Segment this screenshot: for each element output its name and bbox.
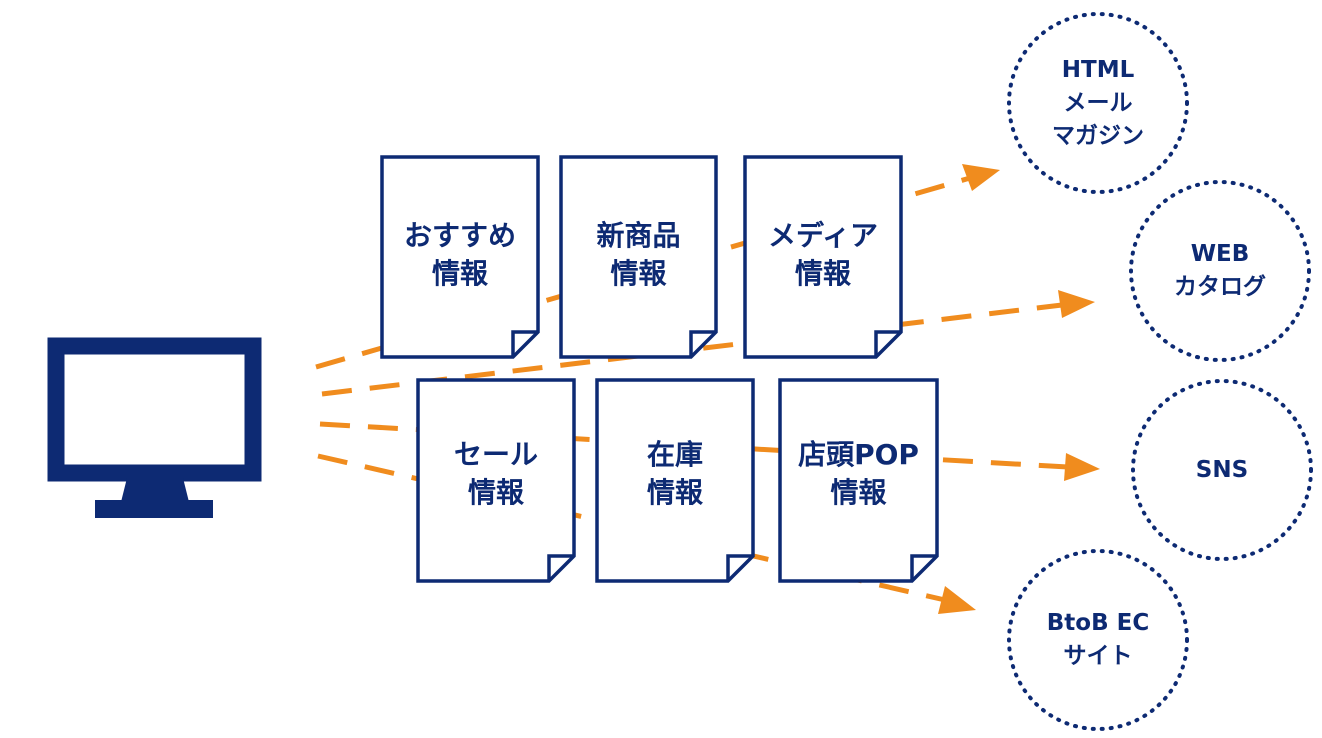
document-label-zaiko: 在庫 情報 — [597, 434, 753, 514]
document-sale — [416, 378, 576, 583]
document-shinshohin — [559, 155, 718, 359]
target-label-sns: SNS — [1142, 445, 1302, 495]
arrowhead — [1058, 290, 1095, 318]
computer-monitor-icon — [47, 337, 262, 518]
label-line: 情報 — [646, 476, 703, 509]
label-line: 情報 — [467, 476, 524, 509]
arrowhead — [1064, 453, 1100, 481]
target-circle-html-mail — [1007, 12, 1189, 194]
label-line: マガジン — [1052, 122, 1144, 149]
label-line: WEB — [1190, 241, 1250, 267]
label-line: セール — [453, 438, 538, 471]
target-circle-web-catalog — [1129, 180, 1311, 362]
target-label-web-catalog: WEB カタログ — [1140, 231, 1300, 311]
arrowhead — [938, 586, 976, 614]
document-label-osusume: おすすめ 情報 — [382, 215, 538, 295]
label-line: メディア — [767, 219, 879, 252]
document-label-tentou-pop: 店頭POP 情報 — [780, 434, 937, 514]
label-line: 情報 — [830, 476, 887, 509]
target-label-btob-ec: BtoB EC サイト — [1018, 600, 1178, 680]
document-media — [743, 155, 903, 359]
label-line: 情報 — [610, 257, 667, 290]
document-label-sale: セール 情報 — [418, 434, 574, 514]
document-zaiko — [595, 378, 755, 583]
label-line: メール — [1063, 89, 1133, 116]
label-line: 情報 — [794, 257, 851, 290]
label-line: BtoB EC — [1046, 610, 1150, 636]
label-line: 在庫 — [646, 438, 703, 471]
label-line: HTML — [1061, 56, 1135, 83]
label-line: サイト — [1063, 643, 1133, 669]
label-line: おすすめ — [403, 219, 516, 252]
label-line: 店頭POP — [798, 438, 919, 471]
document-tentou-pop — [778, 378, 939, 583]
document-osusume — [380, 155, 540, 359]
label-line: SNS — [1195, 456, 1249, 483]
target-circle-sns — [1131, 379, 1313, 561]
label-line: 新商品 — [596, 219, 681, 252]
arrowhead — [962, 164, 1000, 191]
label-line: 情報 — [431, 257, 488, 290]
label-line: カタログ — [1174, 274, 1266, 300]
document-label-shinshohin: 新商品 情報 — [561, 215, 716, 295]
target-circle-btob-ec — [1007, 549, 1189, 731]
document-label-media: メディア 情報 — [745, 215, 901, 295]
target-label-html-mail: HTML メール マガジン — [1018, 43, 1178, 163]
